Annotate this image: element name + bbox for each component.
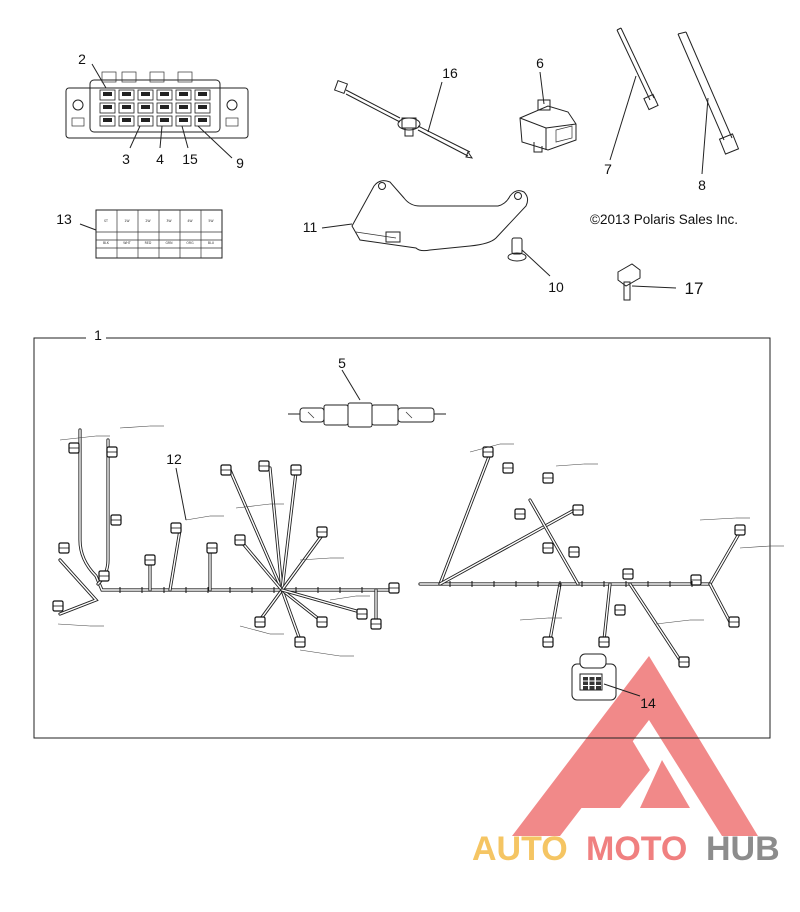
cavity-marker — [198, 92, 207, 96]
cavity-marker — [179, 118, 188, 122]
callout-15: 15 — [182, 151, 198, 167]
cavity-marker — [122, 92, 131, 96]
annotation-leader — [655, 619, 691, 625]
connector-cavity — [596, 686, 601, 690]
cavity-marker — [179, 105, 188, 109]
connector-cavity — [583, 686, 588, 690]
cable-tie-clip-item-16 — [333, 79, 474, 159]
table-cell-text: GRN — [165, 241, 173, 245]
leader-lines — [79, 63, 709, 697]
table-cell-text: BLK — [103, 241, 110, 245]
cavity-marker — [179, 92, 188, 96]
connector-item-2 — [65, 71, 249, 139]
annotation-leader — [739, 545, 771, 549]
wire-harness-left — [58, 428, 392, 642]
cavity-marker — [103, 118, 112, 122]
callout-2: 2 — [78, 51, 86, 67]
cavity-marker — [141, 92, 150, 96]
table-cell-text: 3W — [166, 219, 172, 223]
annotation-leader — [299, 649, 341, 657]
copyright-text: ©2013 Polaris Sales Inc. — [590, 212, 738, 227]
watermark-hub: HUB — [706, 830, 780, 868]
annotation-leader — [235, 503, 271, 509]
watermark-auto: AUTO — [472, 830, 568, 868]
annotation-leader — [699, 517, 737, 521]
connector-cavity — [589, 677, 595, 681]
fuse-holder-item-5 — [288, 402, 446, 428]
callout-7: 7 — [604, 161, 612, 177]
annotation-leader — [329, 595, 357, 601]
annotation-leader — [59, 435, 97, 441]
callouts: 1 2 3 4 5 6 7 8 9 10 11 12 13 14 15 16 1… — [56, 51, 706, 711]
annotation-leader — [299, 557, 331, 561]
callout-5: 5 — [338, 355, 346, 371]
watermark-moto: MOTO — [586, 830, 687, 868]
connector-cavity — [596, 681, 601, 685]
table-cell-text: BLU — [208, 241, 215, 245]
callout-17: 17 — [685, 279, 704, 298]
table-cell-text: 5W — [208, 219, 214, 223]
table-cell-text: 2W — [145, 219, 151, 223]
connector-item-14 — [571, 653, 617, 701]
connector-cavity — [583, 681, 588, 685]
cavity-marker — [103, 92, 112, 96]
callout-14: 14 — [640, 695, 656, 711]
connector-item-6 — [519, 99, 577, 153]
callout-12: 12 — [166, 451, 182, 467]
table-cell-text: ORG — [186, 241, 194, 245]
cable-tie-item-8 — [677, 31, 740, 155]
annotation-leader — [519, 617, 549, 621]
table-cell-text: 4W — [187, 219, 193, 223]
cavity-marker — [122, 105, 131, 109]
watermark-logo — [512, 656, 758, 836]
table-cell-text: 1W — [124, 219, 130, 223]
harness-connectors — [52, 425, 784, 668]
cavity-marker — [141, 118, 150, 122]
wire-label-table-item-13: ST 1W 2W 3W 4W 5W BLK WHT RED GRN ORG BLU — [95, 209, 223, 259]
callout-4: 4 — [156, 151, 164, 167]
annotation-leader — [239, 625, 271, 635]
cable-tie-item-7 — [616, 27, 659, 111]
watermark-triangle-icon — [512, 656, 758, 836]
callout-9: 9 — [236, 155, 244, 171]
connector-cavity — [583, 677, 588, 681]
cavity-marker — [160, 92, 169, 96]
harness-frame-item-1 — [33, 337, 771, 739]
cavity-marker — [122, 118, 131, 122]
wire-harness-right — [418, 452, 742, 662]
callout-1: 1 — [94, 327, 102, 343]
table-cell-text: ST — [104, 219, 108, 223]
annotation-leader — [57, 623, 91, 627]
push-pin-item-10 — [507, 237, 527, 262]
cavity-marker — [103, 105, 112, 109]
annotation-leader — [469, 443, 501, 453]
bolt-item-17 — [617, 263, 641, 301]
callout-8: 8 — [698, 177, 706, 193]
cavity-marker — [198, 118, 207, 122]
callout-13: 13 — [56, 211, 72, 227]
connector-cavity — [589, 681, 595, 685]
cavity-marker — [160, 105, 169, 109]
callout-16: 16 — [442, 65, 458, 81]
frame-label-gap — [86, 332, 106, 344]
cavity-marker — [141, 105, 150, 109]
annotation-leader — [555, 463, 585, 467]
connector-cavity — [589, 686, 595, 690]
table-cell-text: RED — [145, 241, 152, 245]
callout-10: 10 — [548, 279, 564, 295]
cavity-marker — [198, 105, 207, 109]
callout-11: 11 — [303, 219, 318, 235]
bracket-item-11 — [351, 180, 529, 252]
callout-3: 3 — [122, 151, 130, 167]
connector-cavity-grid — [99, 89, 211, 127]
cavity-marker — [160, 118, 169, 122]
watermark-text: AUTO MOTO HUB — [472, 830, 780, 868]
table-cell-text: WHT — [123, 241, 131, 245]
annotation-leader — [185, 515, 211, 521]
connector-cavity — [596, 677, 601, 681]
annotation-leader — [119, 425, 151, 429]
watermark-triangle-inner-icon — [578, 740, 650, 808]
callout-6: 6 — [536, 55, 544, 71]
